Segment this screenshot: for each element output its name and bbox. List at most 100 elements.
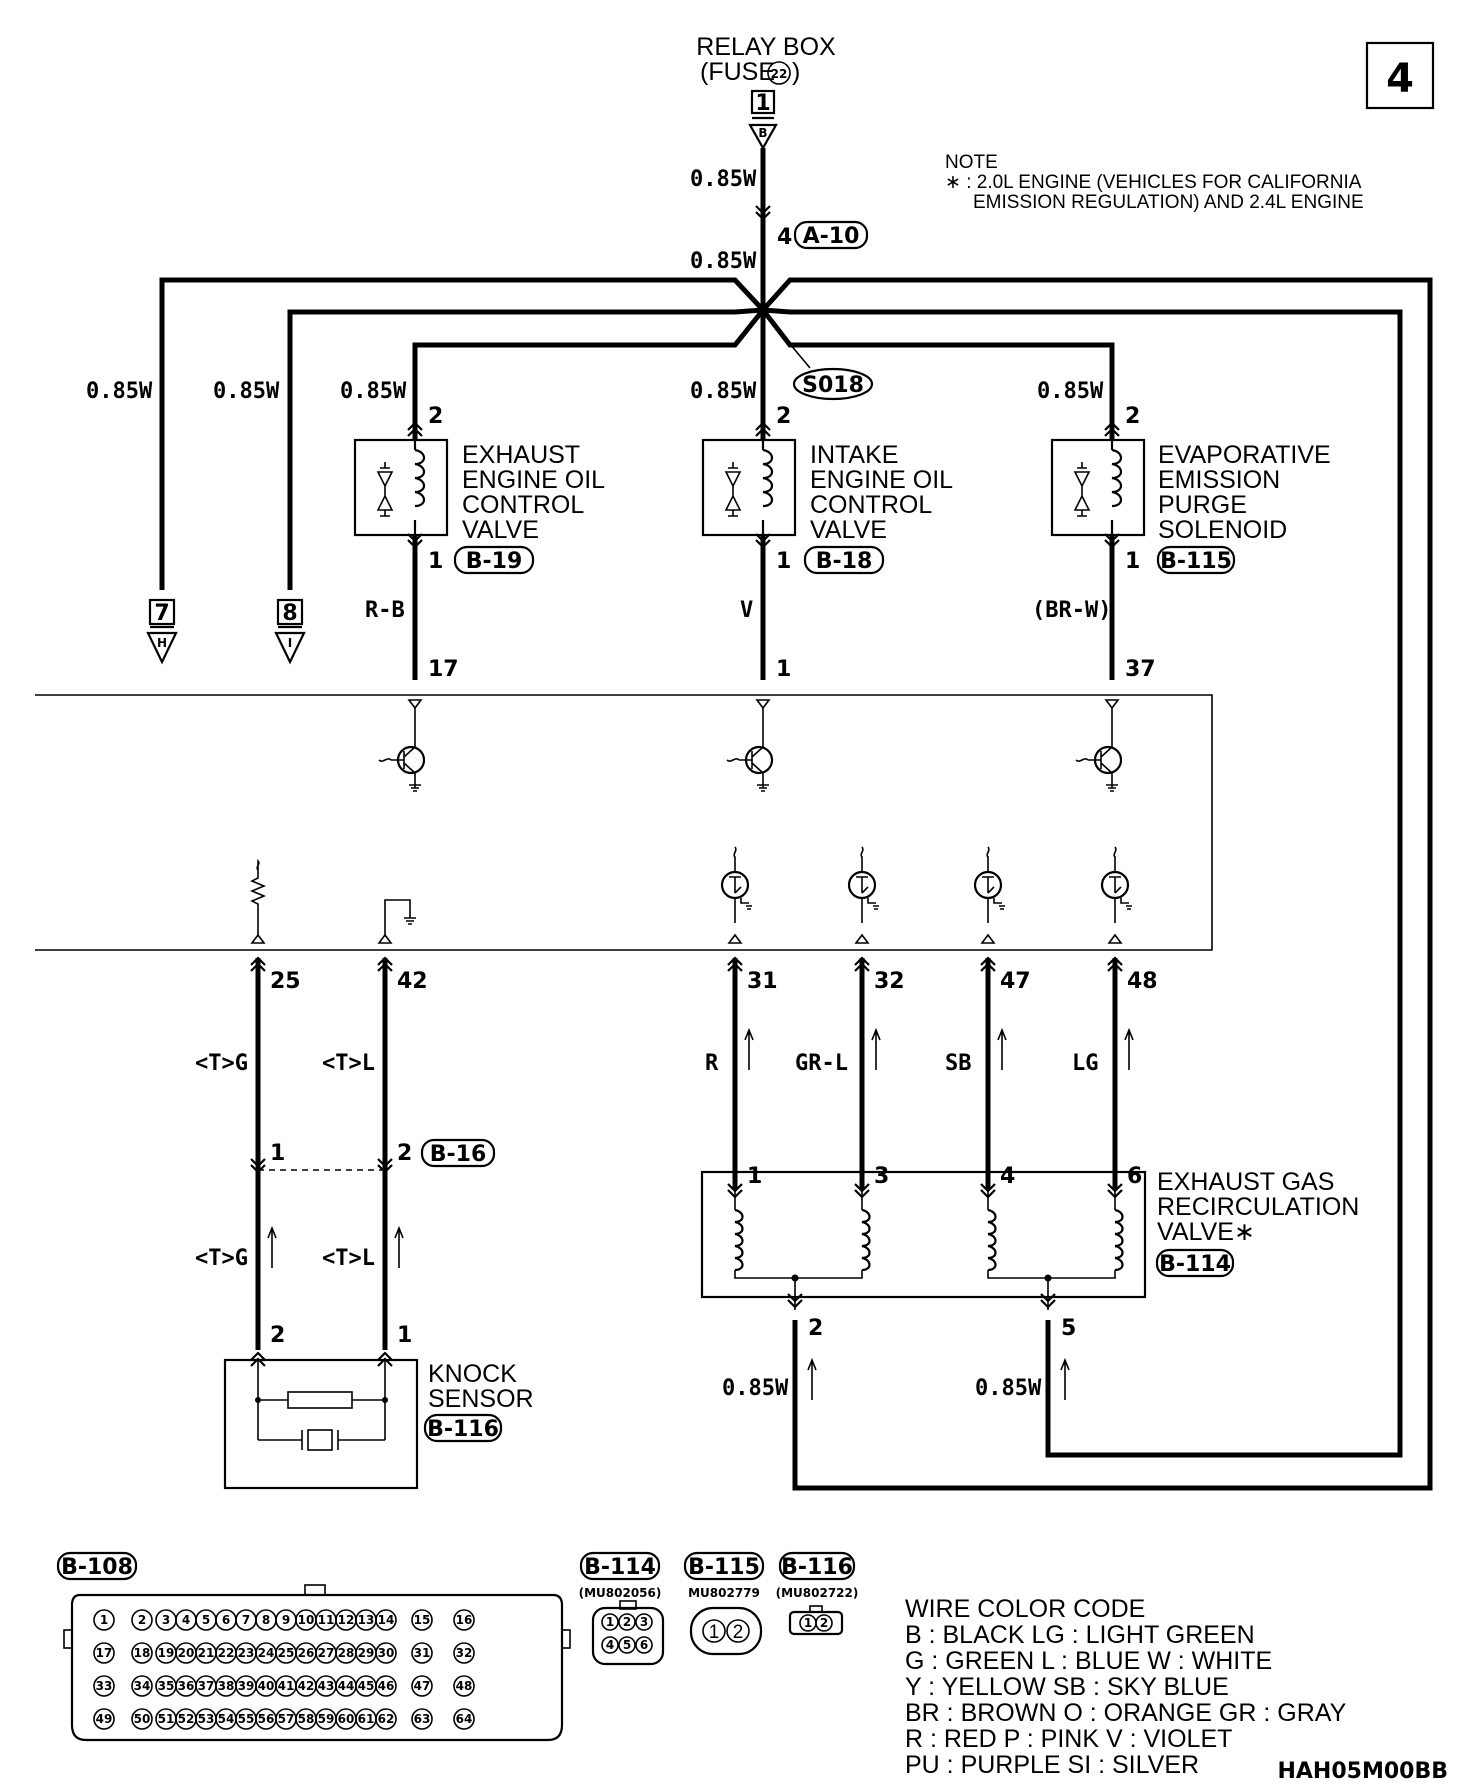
wire-color-code: WIRE COLOR CODE B : BLACK LG : LIGHT GRE…: [905, 1595, 1347, 1779]
svg-text:GR-L: GR-L: [795, 1051, 848, 1076]
b108-pin: [93, 1675, 115, 1697]
b108-pin-label: 2: [138, 1613, 146, 1627]
svg-text:1: 1: [606, 1615, 614, 1629]
b108-pin-label: 14: [378, 1613, 395, 1627]
svg-text:6: 6: [1127, 1164, 1142, 1189]
svg-text:CONTROL: CONTROL: [462, 491, 584, 519]
b114-pins: 1 2 3 4 5 6: [601, 1613, 653, 1654]
conn-b115-part: MU802779: [688, 1586, 760, 1600]
svg-text:SB: SB: [945, 1051, 972, 1076]
b108-pin-label: 64: [456, 1712, 473, 1726]
svg-text:B-18: B-18: [816, 549, 873, 574]
svg-text:EXHAUST: EXHAUST: [462, 441, 580, 469]
b108-pin-label: 22: [218, 1646, 235, 1660]
svg-text:2: 2: [733, 1622, 744, 1643]
svg-text:0.85W: 0.85W: [722, 1376, 789, 1401]
b108-pin-label: 7: [242, 1613, 250, 1627]
svg-text:SENSOR: SENSOR: [428, 1385, 534, 1413]
b108-pin-label: 11: [318, 1613, 335, 1627]
svg-text:6: 6: [640, 1638, 648, 1652]
offpage-8-letter: I: [288, 636, 292, 650]
b108-pin-label: 50: [134, 1712, 151, 1726]
page-number: 4: [1386, 56, 1414, 102]
ecu-pin-48: 48: [1127, 969, 1158, 994]
b108-pin-label: 15: [414, 1613, 431, 1627]
b108-pin-label: 1: [100, 1613, 108, 1627]
relay-box-title: RELAY BOX: [696, 33, 836, 61]
svg-text:<T>L: <T>L: [322, 1051, 375, 1076]
svg-text:KNOCK: KNOCK: [428, 1360, 517, 1388]
relay-terminal: 1: [755, 91, 770, 116]
svg-text:ENGINE OIL: ENGINE OIL: [462, 466, 605, 494]
b108-pin-label: 43: [318, 1679, 335, 1693]
svg-text:4: 4: [1000, 1164, 1015, 1189]
b108-pin: [375, 1609, 397, 1631]
a10-pin: 4: [777, 225, 792, 250]
svg-text:1: 1: [804, 1616, 812, 1630]
b108-pin-label: 25: [278, 1646, 295, 1660]
svg-text:3: 3: [640, 1615, 648, 1629]
svg-text:1: 1: [776, 657, 791, 682]
svg-text:2: 2: [820, 1616, 828, 1630]
b108-pin-label: 57: [278, 1712, 295, 1726]
svg-text:1: 1: [709, 1622, 720, 1643]
b108-pin-label: 21: [198, 1646, 215, 1660]
fuse-label: (FUSE: [700, 58, 775, 86]
b108-pin: [131, 1642, 153, 1664]
b108-pin: [375, 1642, 397, 1664]
b108-pin-label: 61: [358, 1712, 375, 1726]
svg-text:ENGINE OIL: ENGINE OIL: [810, 466, 953, 494]
b108-pin-label: 47: [414, 1679, 431, 1693]
note-line2: EMISSION REGULATION) AND 2.4L ENGINE: [973, 192, 1364, 213]
exhaust-oil-control-valve: 2 1 EXHAUST ENGINE OIL CONTROL VALVE B-1…: [353, 404, 605, 682]
b108-pin-label: 28: [338, 1646, 355, 1660]
b108-pin-label: 4: [182, 1613, 190, 1627]
wire-mid: 0.85W: [690, 249, 757, 274]
b108-pin-label: 36: [178, 1679, 195, 1693]
svg-text:SOLENOID: SOLENOID: [1158, 516, 1287, 544]
b108-pin-label: 48: [456, 1679, 473, 1693]
b108-pin-label: 59: [318, 1712, 335, 1726]
b108-pin-label: 46: [378, 1679, 395, 1693]
svg-text:R: R: [705, 1051, 719, 1076]
svg-text:2: 2: [623, 1615, 631, 1629]
b108-pin-label: 55: [238, 1712, 255, 1726]
svg-text:37: 37: [1125, 657, 1156, 682]
b108-pin-label: 54: [218, 1712, 235, 1726]
b108-pin-label: 12: [338, 1613, 355, 1627]
svg-text:1: 1: [1125, 549, 1140, 574]
svg-text:RECIRCULATION: RECIRCULATION: [1157, 1193, 1359, 1221]
b108-pin-label: 35: [158, 1679, 175, 1693]
svg-text:WIRE COLOR CODE: WIRE COLOR CODE: [905, 1595, 1145, 1623]
svg-text:2: 2: [397, 1141, 412, 1166]
note-line1: ∗ : 2.0L ENGINE (VEHICLES FOR CALIFORNIA: [945, 172, 1362, 193]
egr-valve: R GR-L SB LG 1 3 4 6 2 5 EXHAUST GAS REC…: [700, 1029, 1359, 1401]
b108-pin-label: 39: [238, 1679, 255, 1693]
branch-wire-4: 0.85W: [690, 379, 757, 404]
b108-pin: [131, 1675, 153, 1697]
knock-sensor-circuit: <T>G <T>L 1 2 B-16 <T>G <T>L 2 1 KNOCK S…: [195, 1051, 534, 1490]
b108-pin-label: 33: [96, 1679, 113, 1693]
b115-pins: 1 2: [702, 1619, 750, 1643]
svg-text:B-116: B-116: [427, 1417, 499, 1442]
branch-wire-2: 0.85W: [213, 379, 280, 404]
svg-text:VALVE: VALVE: [1157, 1218, 1234, 1246]
svg-text:VALVE: VALVE: [810, 516, 887, 544]
svg-text:1: 1: [270, 1141, 285, 1166]
branch-wire-5: 0.85W: [1037, 379, 1104, 404]
b108-pin-label: 51: [158, 1712, 175, 1726]
svg-text:B-19: B-19: [466, 549, 523, 574]
svg-text:INTAKE: INTAKE: [810, 441, 898, 469]
ecu-pin-47: 47: [1000, 969, 1031, 994]
svg-text:LG: LG: [1072, 1051, 1099, 1076]
svg-text:<T>G: <T>G: [195, 1051, 248, 1076]
conn-b116-label: B-116: [781, 1555, 853, 1580]
svg-text:2: 2: [428, 404, 443, 429]
splice-s018: S018: [802, 373, 864, 398]
ecu-pin-42: 42: [397, 969, 428, 994]
svg-text:EVAPORATIVE: EVAPORATIVE: [1158, 441, 1331, 469]
b108-pin-label: 41: [278, 1679, 295, 1693]
b108-pin-label: 56: [258, 1712, 275, 1726]
svg-text:Y : YELLOW SB : SKY BLUE: Y : YELLOW SB : SKY BLUE: [905, 1673, 1229, 1701]
b108-pin-label: 30: [378, 1646, 395, 1660]
